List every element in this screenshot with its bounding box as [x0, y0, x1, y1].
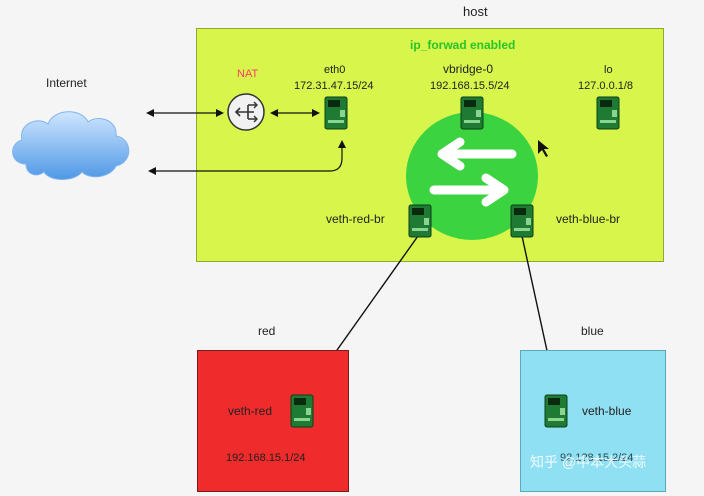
vbridge-label: vbridge-0 [443, 62, 494, 76]
veth-blue-label: veth-blue [582, 404, 632, 418]
eth0-network-card-icon [324, 96, 348, 130]
veth-blue-br-label: veth-blue-br [556, 212, 621, 226]
bidirectional-arrows-icon [406, 112, 538, 240]
nat-label: NAT [237, 68, 259, 80]
veth-red-label: veth-red [228, 404, 273, 418]
red-namespace-box [197, 350, 349, 492]
blue-namespace-box [520, 350, 666, 492]
veth-blue-network-card-icon [544, 394, 568, 428]
nat-router-icon [227, 93, 265, 131]
veth-red-br-label: veth-red-br [326, 212, 385, 226]
watermark-text: 知乎 @中本大头蒜 [530, 454, 647, 470]
veth-red-network-card-icon [290, 394, 314, 428]
lo-label: lo [604, 64, 613, 76]
veth-blue-br-network-card-icon [510, 204, 534, 238]
host-label: host [463, 4, 488, 19]
ip-forward-label: ip_forwad enabled [410, 38, 516, 52]
veth-red-br-network-card-icon [408, 204, 432, 238]
vbridge-ip-label: 192.168.15.5/24 [430, 80, 510, 92]
lo-ip-label: 127.0.0.1/8 [578, 80, 634, 92]
lo-network-card-icon [596, 96, 620, 130]
eth0-ip-label: 172.31.47.15/24 [294, 80, 374, 92]
red-namespace-label: red [258, 324, 276, 338]
blue-namespace-label: blue [581, 324, 604, 338]
blue-ip-label: 92.1?8.15.2/24 [560, 452, 634, 464]
red-ip-label: 192.168.15.1/24 [226, 452, 306, 464]
eth0-label: eth0 [324, 64, 346, 76]
cloud-icon [12, 111, 130, 180]
vbridge-network-card-icon [460, 96, 484, 130]
internet-label: Internet [46, 76, 87, 90]
